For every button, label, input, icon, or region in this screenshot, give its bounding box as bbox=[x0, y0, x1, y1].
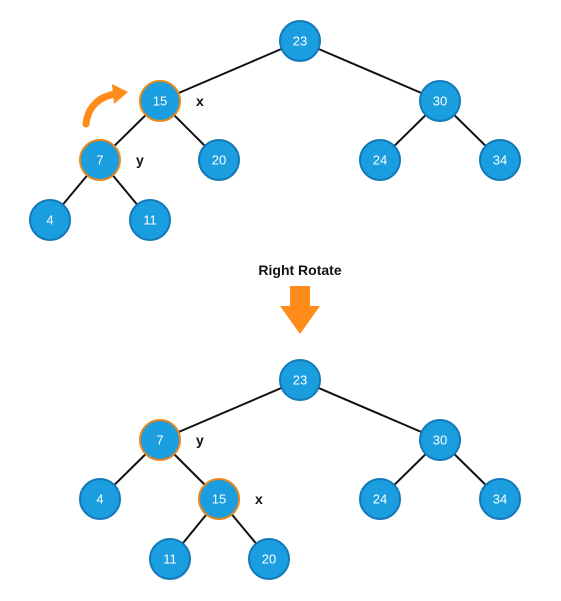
before-node-label: 15 bbox=[153, 94, 167, 109]
after-node-30: 30 bbox=[419, 419, 461, 461]
after-node-24: 24 bbox=[359, 478, 401, 520]
before-tag-x: x bbox=[196, 93, 204, 109]
after-node-circle bbox=[79, 478, 121, 520]
after-node-20: 20 bbox=[248, 538, 290, 580]
before-node-circle bbox=[29, 199, 71, 241]
after-edge bbox=[299, 379, 441, 441]
after-node-11: 11 bbox=[149, 538, 191, 580]
after-node-label: 4 bbox=[96, 492, 103, 507]
after-node-4: 4 bbox=[79, 478, 121, 520]
after-node-circle bbox=[248, 538, 290, 580]
after-node-label: 24 bbox=[373, 492, 387, 507]
after-node-label: 34 bbox=[493, 492, 507, 507]
before-node-circle bbox=[419, 80, 461, 122]
after-node-label: 23 bbox=[293, 373, 307, 388]
before-node-label: 30 bbox=[433, 94, 447, 109]
after-node-circle bbox=[139, 419, 181, 461]
after-node-34: 34 bbox=[479, 478, 521, 520]
before-node-30: 30 bbox=[419, 80, 461, 122]
operation-label: Right Rotate bbox=[258, 262, 341, 278]
after-edge bbox=[159, 379, 301, 441]
after-node-label: 20 bbox=[262, 552, 276, 567]
before-node-circle bbox=[198, 139, 240, 181]
before-node-label: 4 bbox=[46, 213, 53, 228]
after-node-circle bbox=[479, 478, 521, 520]
after-node-label: 11 bbox=[163, 552, 177, 567]
after-node-label: 30 bbox=[433, 433, 447, 448]
after-node-circle bbox=[279, 359, 321, 401]
after-node-label: 15 bbox=[212, 492, 226, 507]
before-node-4: 4 bbox=[29, 199, 71, 241]
before-node-20: 20 bbox=[198, 139, 240, 181]
after-node-circle bbox=[359, 478, 401, 520]
down-arrow-icon bbox=[280, 286, 320, 334]
after-tag-x: x bbox=[255, 491, 263, 507]
after-node-circle bbox=[149, 538, 191, 580]
before-node-11: 11 bbox=[129, 199, 171, 241]
before-node-15: 15 bbox=[139, 80, 181, 122]
tags-layer: x y y x bbox=[136, 93, 263, 507]
before-node-7: 7 bbox=[79, 139, 121, 181]
after-node-circle bbox=[419, 419, 461, 461]
before-node-label: 23 bbox=[293, 34, 307, 49]
before-node-23: 23 bbox=[279, 20, 321, 62]
before-edge bbox=[159, 40, 301, 102]
before-node-circle bbox=[79, 139, 121, 181]
before-node-circle bbox=[279, 20, 321, 62]
before-node-34: 34 bbox=[479, 139, 521, 181]
before-node-circle bbox=[359, 139, 401, 181]
rotation-arrow-icon bbox=[82, 84, 128, 128]
before-node-label: 24 bbox=[373, 153, 387, 168]
after-tag-y: y bbox=[196, 432, 204, 448]
before-node-label: 7 bbox=[96, 153, 103, 168]
before-node-circle bbox=[479, 139, 521, 181]
before-node-circle bbox=[129, 199, 171, 241]
after-node-23: 23 bbox=[279, 359, 321, 401]
after-node-label: 7 bbox=[156, 433, 163, 448]
before-node-label: 11 bbox=[143, 213, 157, 228]
nodes-layer: 23 15 30 7 20 24 34 4 11 23 7 30 4 15 24 34 11 20 bbox=[29, 20, 521, 580]
after-node-7: 7 bbox=[139, 419, 181, 461]
before-edge bbox=[299, 40, 441, 102]
before-node-label: 34 bbox=[493, 153, 507, 168]
before-node-label: 20 bbox=[212, 153, 226, 168]
before-node-circle bbox=[139, 80, 181, 122]
before-node-24: 24 bbox=[359, 139, 401, 181]
before-tag-y: y bbox=[136, 152, 144, 168]
after-node-circle bbox=[198, 478, 240, 520]
after-node-15: 15 bbox=[198, 478, 240, 520]
